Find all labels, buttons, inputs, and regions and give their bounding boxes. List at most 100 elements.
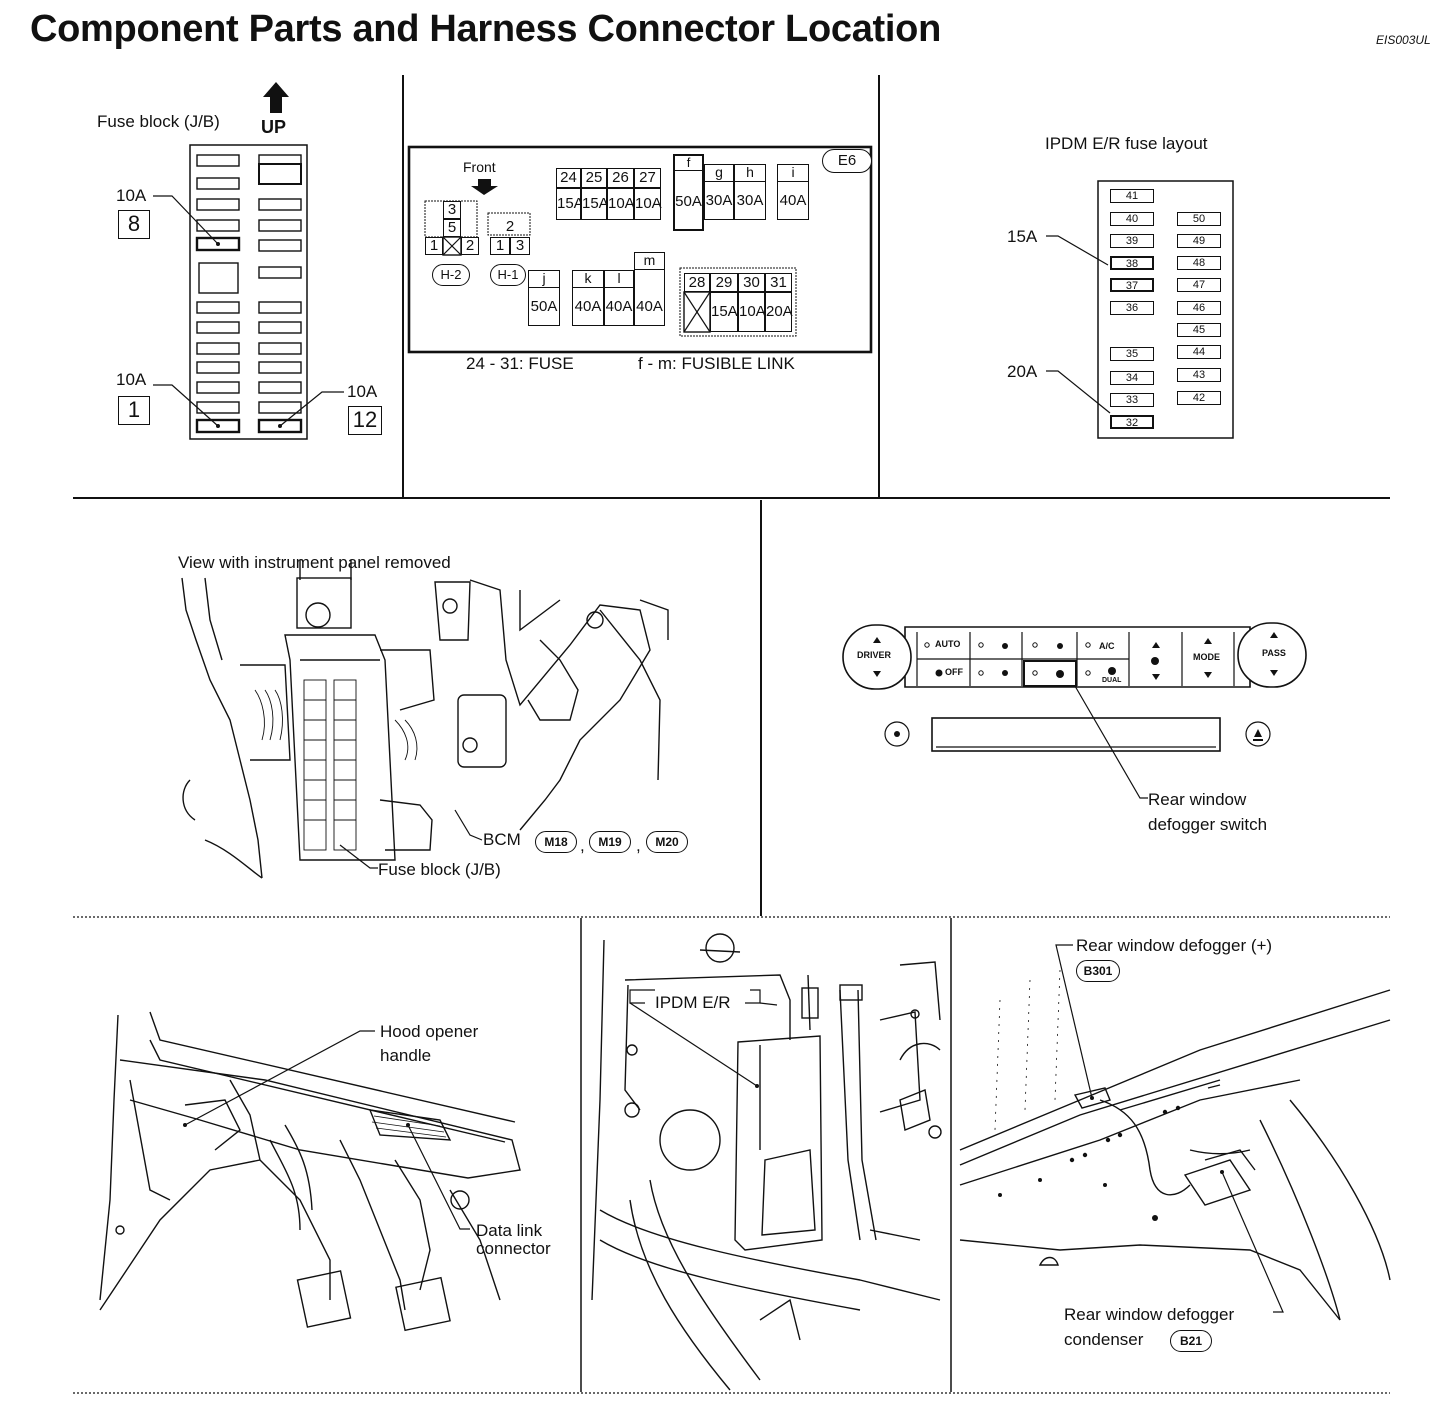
- fuse-25-amp: 15A: [581, 188, 609, 220]
- off-button[interactable]: OFF: [945, 667, 963, 677]
- link-k: k 40A: [572, 270, 604, 326]
- fuse-24-number: 24: [556, 168, 581, 188]
- bcm-label: BCM: [483, 830, 521, 849]
- link-g: g 30A: [704, 164, 734, 220]
- ipdm-fuse-41: 41: [1110, 189, 1154, 203]
- link-h: h 30A: [734, 164, 766, 220]
- defogger-condenser-label-line1: Rear window defogger: [1064, 1305, 1235, 1324]
- connector-m18: M18: [535, 831, 577, 853]
- relay-h2-pin-2: 2: [461, 237, 479, 255]
- relay-h2-label: H-2: [432, 264, 470, 286]
- ipdm-callout-15a: 15A: [1007, 227, 1038, 246]
- ipdm-fuse-49: 49: [1177, 234, 1221, 248]
- instrument-panel-caption: View with instrument panel removed: [178, 553, 451, 572]
- ipdm-fuse-44: 44: [1177, 345, 1221, 359]
- ipdm-fuse-33: 33: [1110, 393, 1154, 407]
- caption-fusible-link: f - m: FUSIBLE LINK: [638, 354, 795, 373]
- dual-label: DUAL: [1102, 677, 1122, 684]
- ipdm-fuse-50: 50: [1177, 212, 1221, 226]
- relay-h1-pin-2: 2: [505, 218, 515, 235]
- instrument-fuse-block-label: Fuse block (J/B): [378, 860, 501, 879]
- link-k-amp: 40A: [574, 298, 602, 315]
- link-j: j 50A: [528, 270, 560, 326]
- fuse-number-1: 1: [118, 396, 150, 425]
- relay-h1-pin-1: 1: [490, 237, 510, 255]
- fuse-26-amp: 10A: [607, 188, 635, 220]
- link-h-amp: 30A: [736, 192, 764, 209]
- fuse-31-amp: 20A: [765, 292, 793, 332]
- link-i: i 40A: [777, 164, 809, 220]
- data-link-connector-label-line1: Data link: [476, 1221, 543, 1240]
- ipdm-fuse-32: 32: [1110, 415, 1154, 429]
- connector-m20: M20: [646, 831, 688, 853]
- link-f: f 50A: [673, 154, 704, 231]
- link-j-amp: 50A: [530, 298, 558, 315]
- fuse-25-number: 25: [581, 168, 607, 188]
- link-l-id: l: [605, 271, 633, 288]
- ipdm-location-label: IPDM E/R: [655, 993, 731, 1012]
- connector-m19: M19: [589, 831, 631, 853]
- link-i-amp: 40A: [779, 192, 807, 209]
- reference-code: EIS003UL: [1376, 33, 1431, 47]
- ipdm-fuse-36: 36: [1110, 301, 1154, 315]
- caption-fuse: 24 - 31: FUSE: [466, 354, 574, 373]
- link-f-amp: 50A: [675, 193, 702, 210]
- ipdm-fuse-34: 34: [1110, 371, 1154, 385]
- pass-button[interactable]: PASS: [1262, 648, 1286, 658]
- defogger-switch-callout-line2: defogger switch: [1148, 815, 1268, 834]
- connector-e6: E6: [822, 149, 872, 173]
- ipdm-fuse-38: 38: [1110, 256, 1154, 270]
- link-i-id: i: [778, 165, 808, 182]
- link-k-id: k: [573, 271, 603, 288]
- page-title: Component Parts and Harness Connector Lo…: [30, 8, 941, 50]
- fuse-24-amp: 15A: [556, 188, 584, 220]
- ac-button[interactable]: A/C: [1099, 641, 1115, 651]
- fuse-27-number: 27: [634, 168, 661, 188]
- relay-h1-label: H-1: [490, 264, 526, 286]
- link-m: m 40A: [634, 252, 665, 326]
- link-g-amp: 30A: [705, 192, 733, 209]
- fuse-28-number: 28: [684, 273, 710, 292]
- ipdm-layout-title: IPDM E/R fuse layout: [1045, 134, 1208, 153]
- defogger-condenser-label-line2: condenser: [1064, 1330, 1144, 1349]
- ipdm-fuse-46: 46: [1177, 301, 1221, 315]
- fuse-29-amp: 15A: [710, 292, 738, 332]
- fuse-number-12: 12: [348, 406, 382, 435]
- ipdm-fuse-35: 35: [1110, 347, 1154, 361]
- ipdm-fuse-39: 39: [1110, 234, 1154, 248]
- driver-button[interactable]: DRIVER: [857, 650, 892, 660]
- fuse-30-amp: 10A: [738, 292, 766, 332]
- fuse-30-number: 30: [738, 273, 765, 292]
- fuse-27-amp: 10A: [634, 188, 662, 220]
- defogger-plus-label: Rear window defogger (+): [1076, 936, 1273, 955]
- callout-amp-1: 10A: [116, 370, 147, 389]
- auto-button[interactable]: AUTO: [935, 639, 961, 649]
- link-h-id: h: [735, 165, 765, 182]
- comma-1: ,: [580, 836, 585, 855]
- relay-h1-pin-3: 3: [510, 237, 530, 255]
- mode-button[interactable]: MODE: [1193, 652, 1220, 662]
- link-m-amp: 40A: [636, 298, 663, 315]
- ipdm-fuse-37: 37: [1110, 278, 1154, 292]
- connector-b301: B301: [1076, 960, 1120, 982]
- fuse-number-8: 8: [118, 210, 150, 239]
- ipdm-fuse-45: 45: [1177, 323, 1221, 337]
- link-j-id: j: [529, 271, 559, 288]
- link-l-amp: 40A: [605, 298, 633, 315]
- comma-2: ,: [636, 836, 641, 855]
- link-m-id: m: [635, 253, 664, 270]
- hood-opener-label-line1: Hood opener: [380, 1022, 479, 1041]
- callout-amp-12: 10A: [347, 382, 378, 401]
- up-label: UP: [261, 117, 287, 137]
- ipdm-callout-20a: 20A: [1007, 362, 1038, 381]
- data-link-connector-label-line2: connector: [476, 1239, 551, 1258]
